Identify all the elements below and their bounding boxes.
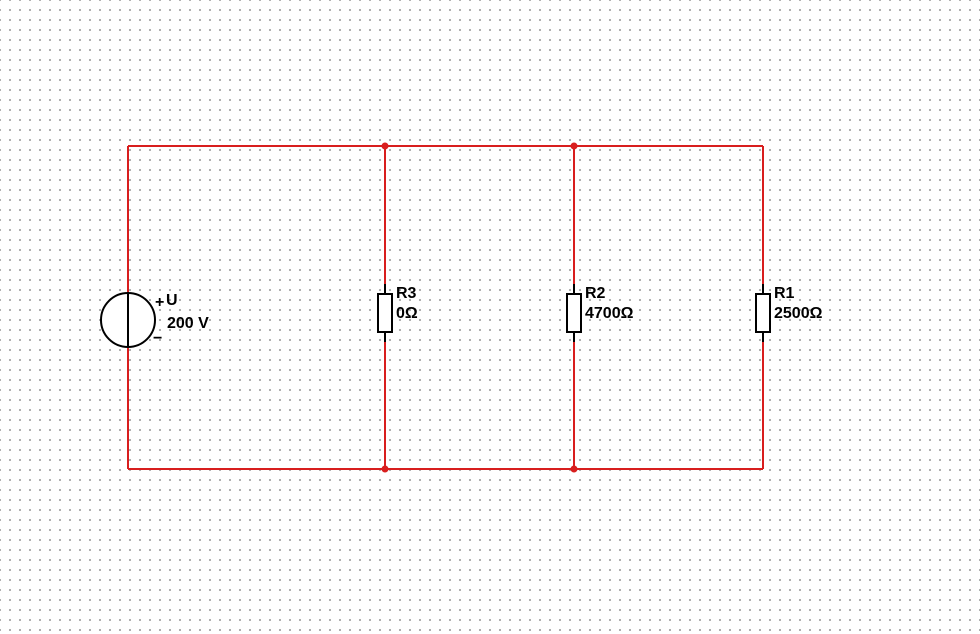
r3-value-label: 0Ω [396, 305, 418, 322]
resistor-r3[interactable] [377, 284, 393, 342]
source-minus-sign: − [153, 330, 163, 347]
junction-dot [381, 142, 389, 150]
source-name-label: U [166, 292, 178, 309]
resistor-r1-symbol[interactable] [755, 293, 771, 333]
resistor-r2-symbol[interactable] [566, 293, 582, 333]
r2-name-label: R2 [585, 285, 606, 302]
resistor-r3-symbol[interactable] [377, 293, 393, 333]
junctions [381, 142, 578, 473]
source-plus-sign: + [155, 294, 165, 311]
r3-name-label: R3 [396, 285, 417, 302]
resistor-r1[interactable] [755, 284, 771, 342]
r1-name-label: R1 [774, 285, 795, 302]
junction-dot [570, 465, 578, 473]
source-value-label: 200 V [167, 315, 209, 332]
r2-value-label: 4700Ω [585, 305, 634, 322]
voltage-source[interactable] [100, 292, 156, 348]
junction-dot [381, 465, 389, 473]
r1-value-label: 2500Ω [774, 305, 823, 322]
wires [127, 145, 764, 470]
junction-dot [570, 142, 578, 150]
resistor-r2[interactable] [566, 284, 582, 342]
